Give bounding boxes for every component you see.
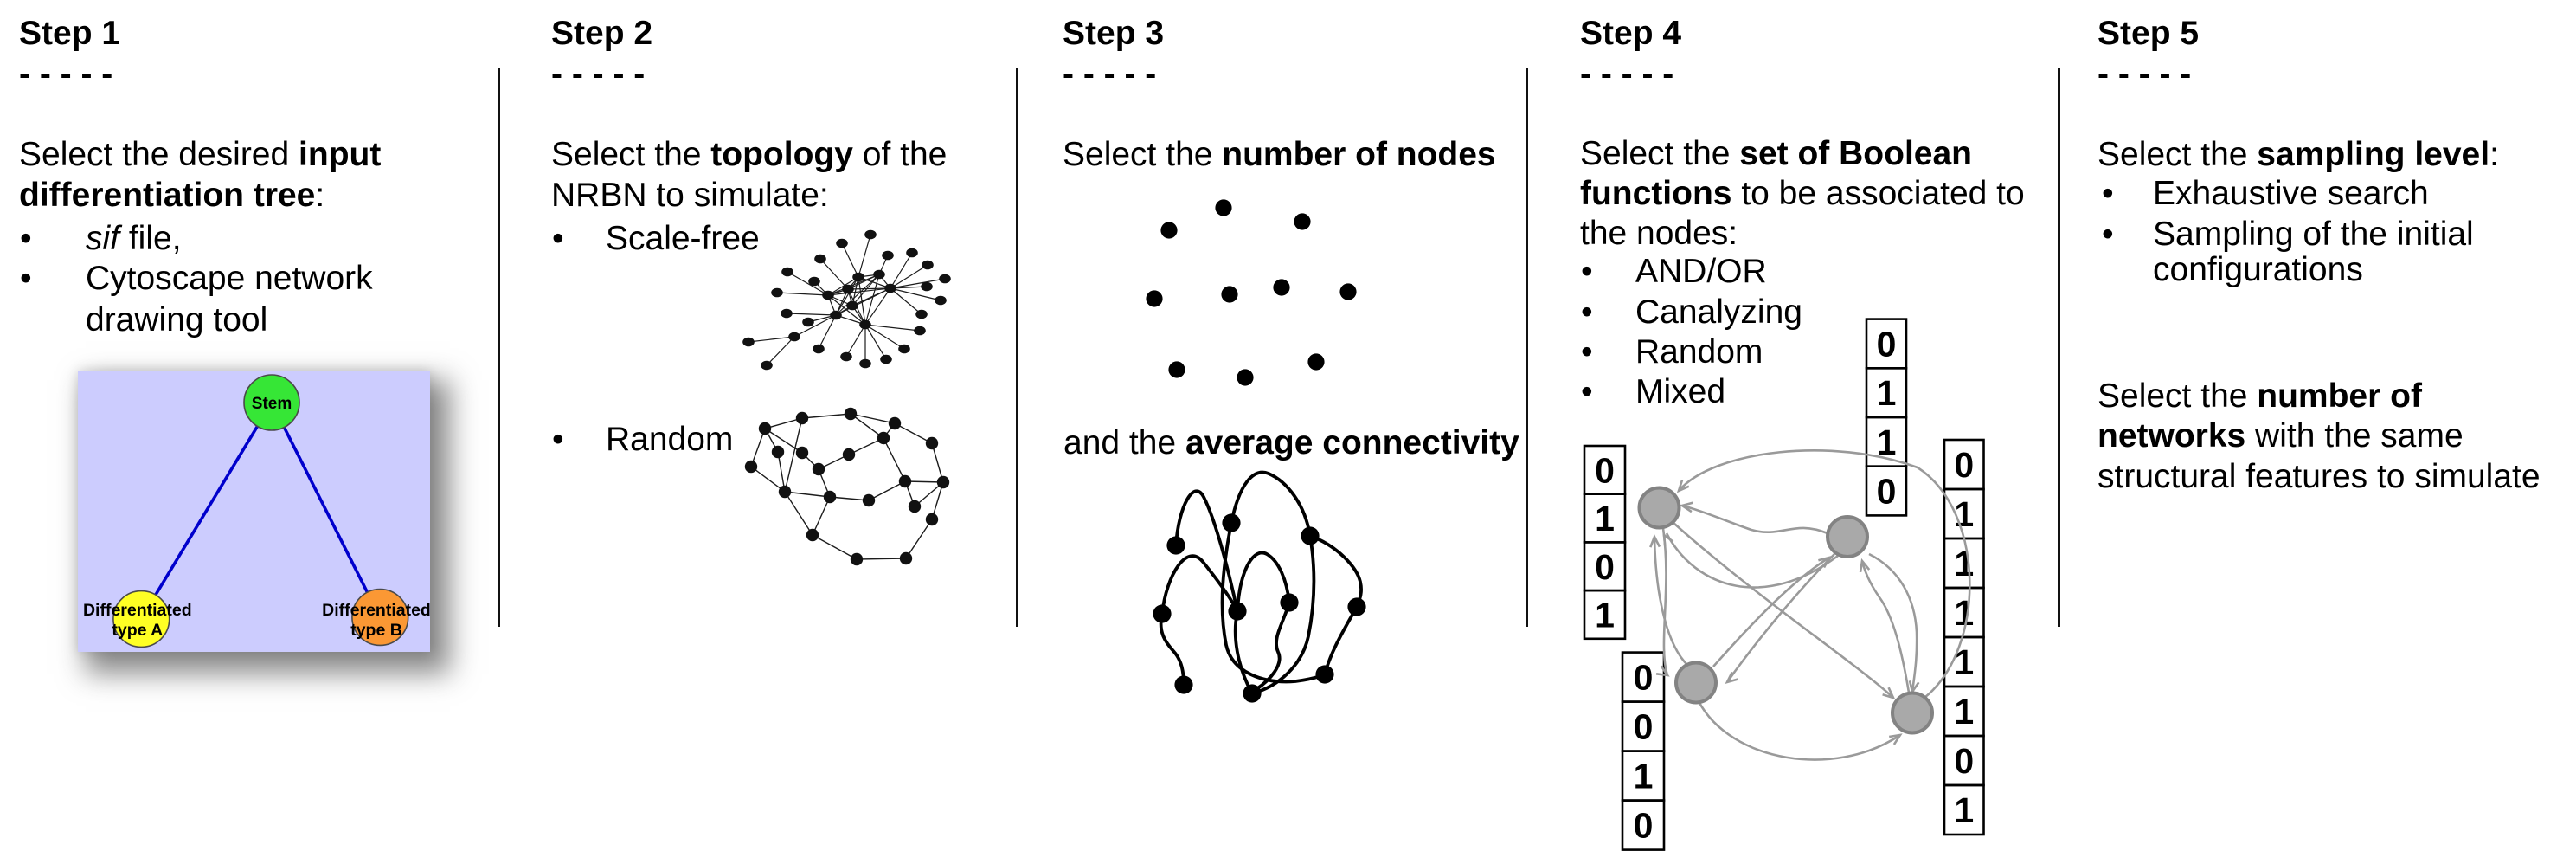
svg-text:0: 0 — [1877, 472, 1897, 512]
svg-text:0: 0 — [1595, 547, 1615, 587]
svg-text:1: 1 — [1954, 544, 1974, 583]
svg-text:1: 1 — [1877, 373, 1897, 413]
svg-text:0: 0 — [1634, 806, 1654, 846]
svg-text:0: 0 — [1954, 445, 1974, 485]
svg-text:1: 1 — [1877, 422, 1897, 462]
svg-text:0: 0 — [1877, 325, 1897, 364]
svg-text:1: 1 — [1954, 692, 1974, 732]
svg-text:0: 0 — [1954, 741, 1974, 781]
svg-text:1: 1 — [1954, 642, 1974, 682]
svg-text:1: 1 — [1954, 494, 1974, 534]
svg-text:1: 1 — [1595, 499, 1615, 538]
svg-text:1: 1 — [1954, 790, 1974, 830]
svg-text:1: 1 — [1634, 757, 1654, 796]
svg-text:0: 0 — [1634, 707, 1654, 747]
svg-text:1: 1 — [1595, 596, 1615, 635]
svg-text:Stem: Stem — [252, 395, 292, 413]
svg-text:0: 0 — [1634, 658, 1654, 698]
svg-text:0: 0 — [1595, 450, 1615, 490]
